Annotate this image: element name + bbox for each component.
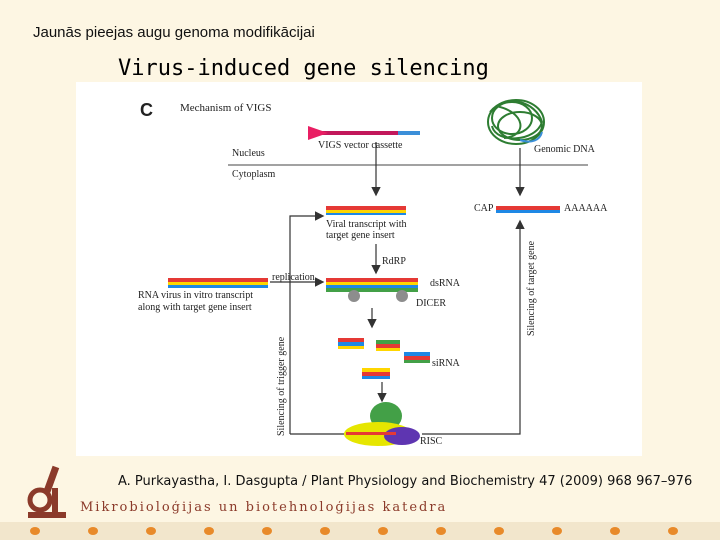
decor-dot: [668, 527, 678, 535]
vigs-diagram: C Mechanism of VIGS VIGS vector cassette…: [76, 82, 642, 456]
decor-dot: [494, 527, 504, 535]
viral-transcript-label-2: target gene insert: [326, 230, 395, 241]
decor-dot: [204, 527, 214, 535]
decor-dot: [610, 527, 620, 535]
rna-virus-label-2: along with target gene insert: [138, 302, 252, 313]
decor-dot: [436, 527, 446, 535]
sirna-fragments: [338, 338, 430, 379]
dsrna-label: dsRNA: [430, 278, 461, 289]
microscope-icon: [27, 465, 66, 518]
decor-dot: [30, 527, 40, 535]
mechanism-label: Mechanism of VIGS: [180, 102, 272, 114]
cytoplasm-label: Cytoplasm: [232, 169, 276, 180]
decor-dot: [320, 527, 330, 535]
cap-label: CAP: [474, 203, 494, 214]
rna-virus-transcript: [168, 278, 268, 288]
polya-label: AAAAAA: [564, 203, 608, 214]
vigs-diagram-graphics: [168, 99, 588, 446]
dsrna: [326, 278, 418, 302]
silencing-target-label: Silencing of target gene: [526, 240, 537, 336]
risc-complex: [344, 402, 420, 446]
decor-dot: [552, 527, 562, 535]
rna-virus-label-1: RNA virus in vitro transcript: [138, 290, 253, 301]
rdrp-label: RdRP: [382, 256, 406, 267]
viral-transcript: [326, 206, 406, 215]
footer-strip: [0, 522, 720, 540]
dicer-label: DICER: [416, 298, 446, 309]
panel-label: C: [140, 100, 153, 120]
decor-dot: [88, 527, 98, 535]
silencing-trigger-label: Silencing of trigger gene: [276, 336, 287, 436]
slide-header: Jaunās pieejas augu genoma modifikācijai: [33, 24, 315, 41]
target-mrna: [496, 206, 560, 213]
genomic-dna-label: Genomic DNA: [534, 144, 595, 155]
vector-label: VIGS vector cassette: [318, 140, 403, 151]
vector-cassette: [308, 126, 420, 140]
genomic-dna-icon: [487, 99, 545, 145]
decor-dot: [262, 527, 272, 535]
citation: A. Purkayastha, I. Dasgupta / Plant Phys…: [118, 474, 693, 489]
slide-title: Virus-induced gene silencing: [118, 56, 489, 81]
decor-dot: [378, 527, 388, 535]
viral-transcript-label-1: Viral transcript with: [326, 219, 407, 230]
sirna-label: siRNA: [432, 358, 460, 369]
department-name: Mikrobioloģijas un biotehnoloģijas kated…: [80, 500, 448, 515]
risc-label: RISC: [420, 436, 443, 447]
nucleus-label: Nucleus: [232, 148, 265, 159]
replication-label: replication: [272, 272, 315, 283]
decor-dot: [146, 527, 156, 535]
